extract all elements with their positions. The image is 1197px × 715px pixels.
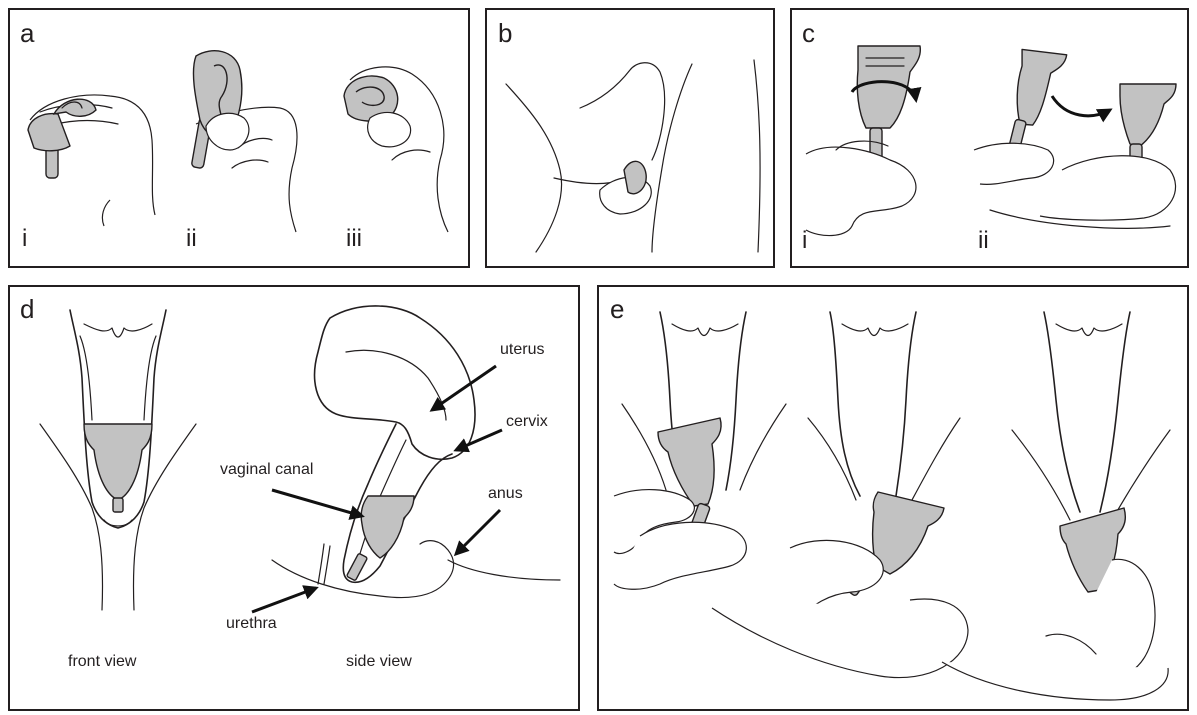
menstrual-cup [624, 161, 646, 193]
step-label-iii: iii [346, 225, 362, 252]
label-cervix: cervix [506, 413, 548, 430]
step-label-c-ii: ii [978, 227, 989, 254]
panel-b-frame [486, 9, 774, 267]
panel-e: e [598, 286, 1188, 710]
panel-b: b [486, 9, 774, 267]
panel-a: a i ii iii [9, 9, 469, 267]
step-label-i: i [22, 225, 27, 252]
label-urethra: urethra [226, 615, 277, 632]
panel-d: d front view side view u [9, 286, 579, 710]
panel-c: c i ii [791, 9, 1188, 267]
label-vaginal-canal: vaginal canal [220, 461, 313, 478]
panel-d-letter: d [20, 294, 34, 324]
panel-b-letter: b [498, 18, 512, 48]
panel-c-letter: c [802, 18, 815, 48]
step-label-c-i: i [802, 227, 807, 254]
panel-a-letter: a [20, 18, 35, 48]
step-label-ii: ii [186, 225, 197, 252]
label-uterus: uterus [500, 341, 544, 358]
panel-e-letter: e [610, 294, 624, 324]
side-view-caption: side view [346, 653, 412, 670]
label-anus: anus [488, 485, 523, 502]
front-view-caption: front view [68, 653, 137, 670]
